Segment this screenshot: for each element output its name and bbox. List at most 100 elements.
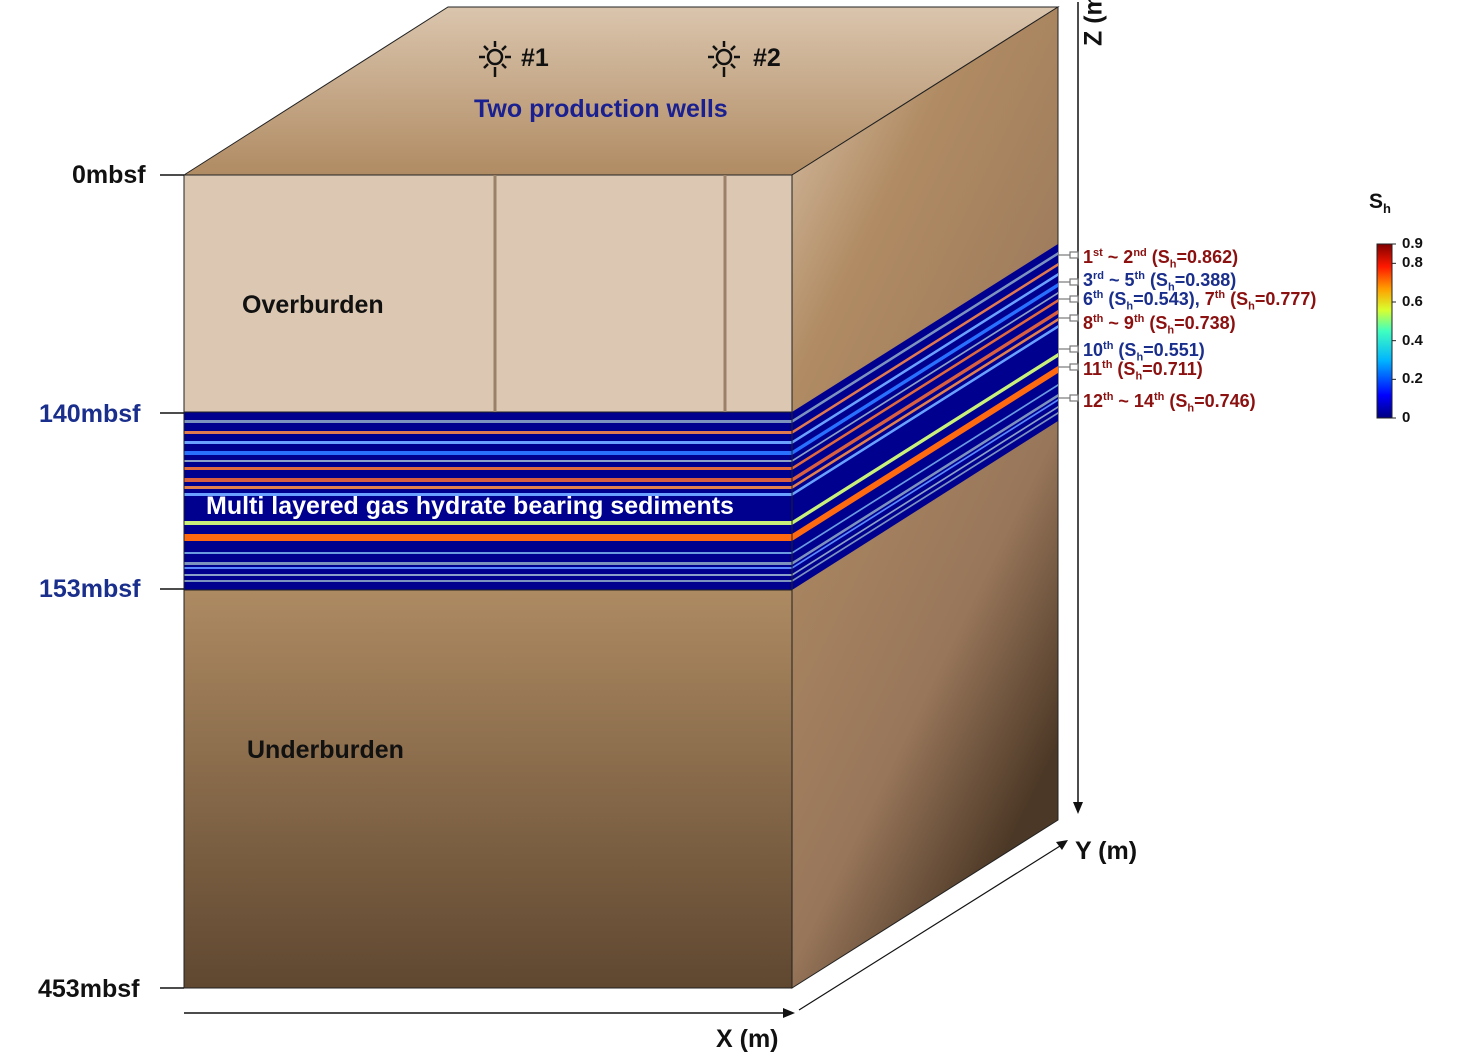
layer-label-part: 1 xyxy=(1083,247,1094,267)
hydrate-layer-stripe-side xyxy=(792,263,1058,434)
layer-label-part: h xyxy=(1167,281,1175,294)
hydrate-layer-stripe-side xyxy=(792,394,1058,565)
layer-label-part: (S xyxy=(1144,313,1168,333)
overburden-label: Overburden xyxy=(242,291,384,319)
layer-label-part: th xyxy=(1102,359,1113,371)
colorbar-title-main: S xyxy=(1369,190,1384,213)
y-axis-arrow xyxy=(798,840,1068,1011)
y-axis-label: Y (m) xyxy=(1075,837,1138,865)
layer-label-part: =0.388) xyxy=(1174,270,1237,290)
layer-label-5: 10th (Sh=0.551) xyxy=(1083,341,1205,364)
hydrate-layer-stripe-side xyxy=(792,399,1058,569)
layer-label-part: (S xyxy=(1103,289,1127,309)
layer-label-part: th xyxy=(1103,340,1114,352)
hydrate-layer-stripe-side xyxy=(792,353,1058,525)
depth-ticks xyxy=(160,174,184,989)
layer-label-part: (S xyxy=(1112,359,1136,379)
colorbar-tick-label: 0.6 xyxy=(1402,293,1423,310)
layer-label-part: =0.711) xyxy=(1142,359,1203,379)
depth-label-140: 140mbsf xyxy=(39,400,141,428)
layer-label-part: h xyxy=(1167,324,1175,337)
layer-label-part: th xyxy=(1134,270,1145,282)
hydrate-side-face xyxy=(792,244,1058,590)
layer-label-part: 8 xyxy=(1083,313,1094,333)
layer-label-part: nd xyxy=(1133,247,1147,259)
hydrate-layer-stripe xyxy=(184,521,792,525)
hydrate-layer-stripe xyxy=(184,420,792,423)
layer-label-part: 12 xyxy=(1083,391,1104,411)
hydrate-layer-stripe xyxy=(184,574,792,576)
hydrate-layer-stripe xyxy=(184,467,792,470)
layer-label-part: h xyxy=(1126,300,1134,313)
layer-label-part: st xyxy=(1093,247,1103,259)
layer-label-4: 8th ~ 9th (Sh=0.738) xyxy=(1083,314,1236,337)
underburden-label: Underburden xyxy=(247,736,404,764)
hydrate-layer-stripe xyxy=(184,486,792,489)
layer-label-part: =0.746) xyxy=(1194,391,1256,411)
layer-label-part: th xyxy=(1103,391,1114,403)
colorbar-title: Sh xyxy=(1369,191,1391,215)
hydrate-layer-stripe-side xyxy=(792,273,1058,444)
colorbar-tick-label: 0.2 xyxy=(1402,370,1423,388)
layer-label-1: 1st ~ 2nd (Sh=0.862) xyxy=(1083,248,1238,271)
underburden-front-face xyxy=(183,589,793,989)
hydrate-layer-stripe-side xyxy=(792,292,1058,462)
colorbar-tick-label: 0 xyxy=(1402,409,1411,426)
layer-label-6: 11th (Sh=0.711) xyxy=(1083,360,1203,383)
hydrate-layer-stripe xyxy=(184,431,792,434)
z-axis-arrow xyxy=(1073,2,1083,814)
hydrate-layer-stripe xyxy=(184,567,792,569)
layer-label-part: th xyxy=(1133,313,1145,325)
hydrate-layer-stripe-side xyxy=(792,299,1058,470)
z-axis-label: Z (m) xyxy=(1079,0,1108,46)
depth-label-453: 453mbsf xyxy=(38,975,140,1003)
hydrate-layer-stripe-side xyxy=(792,412,1058,582)
layer-label-part: (S xyxy=(1113,340,1137,360)
layer-label-part: th xyxy=(1093,289,1104,301)
leader-box xyxy=(1069,295,1079,303)
layer-label-3: 6th (Sh=0.543), 7th (Sh=0.777) xyxy=(1083,290,1316,313)
layer-label-part: 6 xyxy=(1083,289,1094,309)
layer-label-2: 3rd ~ 5th (Sh=0.388) xyxy=(1083,271,1236,294)
layer-label-part: (S xyxy=(1225,289,1249,309)
layer-label-part: 3 xyxy=(1083,270,1094,290)
well-2-label: #2 xyxy=(753,44,781,72)
colorbar-tick-label: 0.4 xyxy=(1402,331,1423,349)
colorbar-title-sub: h xyxy=(1383,201,1391,217)
well-2-sun-icon xyxy=(708,41,740,77)
layer-label-part: =0.543), xyxy=(1133,289,1205,309)
well-1-label: #1 xyxy=(521,44,549,72)
leader-box xyxy=(1069,363,1079,371)
hydrate-layer-stripe-side xyxy=(792,384,1058,554)
hydrate-layer-stripe xyxy=(184,441,792,444)
layer-label-part: h xyxy=(1135,370,1143,383)
layer-label-part: th xyxy=(1093,313,1104,325)
leader-box xyxy=(1069,278,1079,286)
hydrate-layer-stripe-side xyxy=(792,366,1058,541)
wells-caption: Two production wells xyxy=(474,95,728,123)
layer-label-part: 11 xyxy=(1083,359,1103,379)
x-axis-label: X (m) xyxy=(716,1025,779,1053)
overburden-front-face xyxy=(183,174,793,413)
hydrate-layer-stripe-side xyxy=(792,310,1058,482)
layer-label-7: 12th ~ 14th (Sh=0.746) xyxy=(1083,392,1256,415)
layer-label-part: h xyxy=(1187,402,1195,415)
hydrate-layer-stripe-side xyxy=(792,283,1058,455)
layer-label-part: =0.738) xyxy=(1174,313,1236,333)
hydrate-layer-stripe xyxy=(184,460,792,462)
hydrate-zone-label: Multi layered gas hydrate bearing sedime… xyxy=(206,492,734,520)
hydrate-layer-stripe xyxy=(184,493,792,496)
leader-box xyxy=(1069,251,1079,259)
layer-label-part: (S xyxy=(1146,247,1170,267)
layer-label-part: th xyxy=(1214,289,1226,301)
colorbar-tick-label: 0.9 xyxy=(1402,235,1423,252)
layer-label-part: h xyxy=(1248,300,1255,313)
layer-label-part: (S xyxy=(1144,270,1168,290)
layer-label-part: h xyxy=(1136,351,1144,364)
hydrate-layer-stripe-side xyxy=(792,252,1058,423)
well-1-sun-icon xyxy=(479,41,511,77)
hydrate-layer-stripe-side xyxy=(792,406,1058,576)
layer-label-part: ~ 2 xyxy=(1102,247,1134,267)
layer-label-part: =0.777) xyxy=(1254,289,1317,309)
